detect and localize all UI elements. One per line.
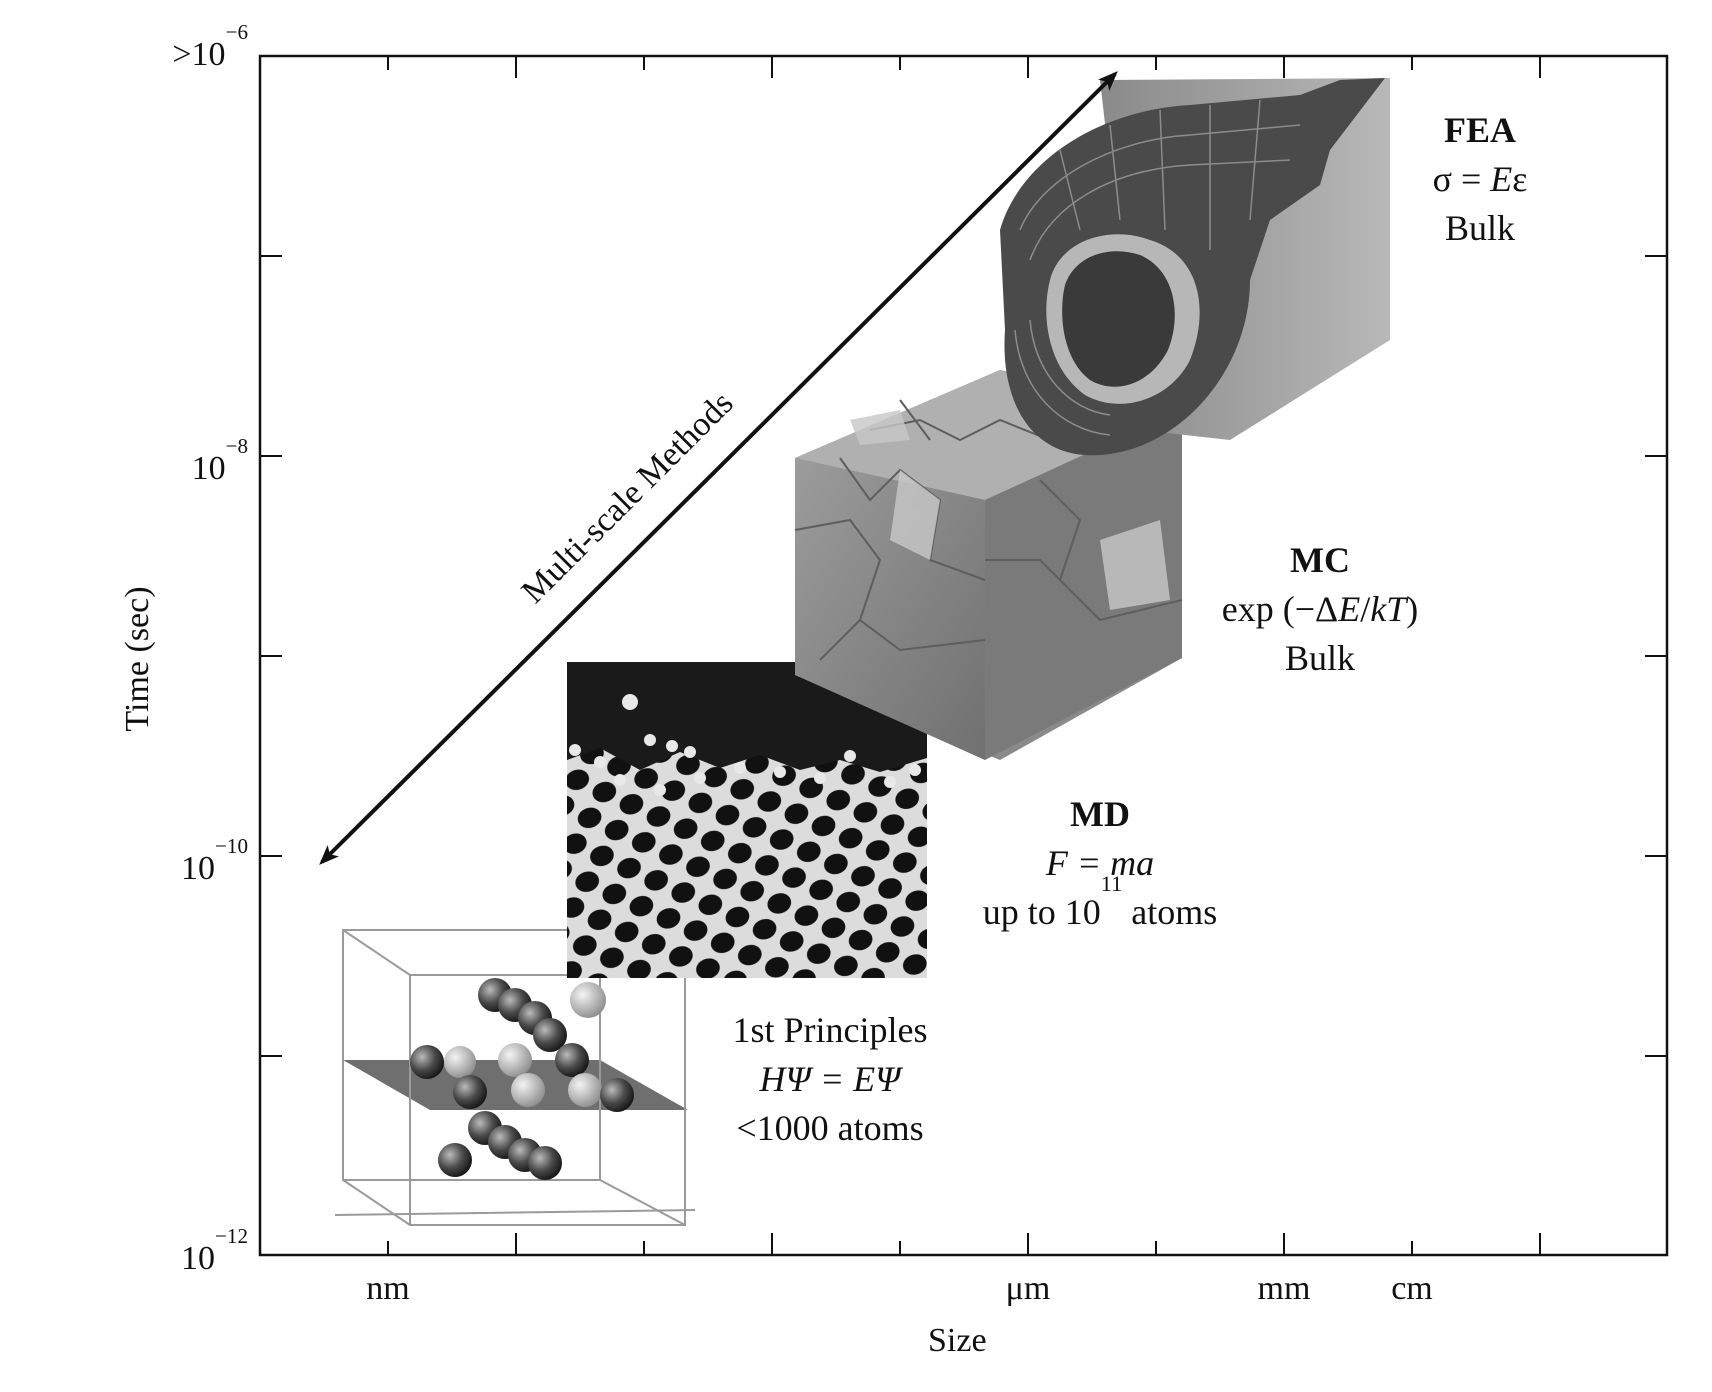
- y-tick-label-1e-8: 10−8: [108, 435, 248, 488]
- mc-scope: Bulk: [1284, 638, 1355, 678]
- mc-equation: exp (−ΔE/kT): [1221, 589, 1419, 629]
- y-tick-marks: [260, 255, 1667, 1057]
- arrow-label: Multi-scale Methods: [515, 385, 741, 611]
- x-tick-label-cm: cm: [1391, 1270, 1433, 1307]
- y-tick-base: >10: [172, 36, 226, 73]
- y-tick-exp: −10: [215, 833, 248, 858]
- first-principles-scope: <1000 atoms: [736, 1108, 924, 1148]
- y-tick-base: 10: [181, 850, 216, 887]
- first-principles-name: 1st Principles: [732, 1010, 928, 1050]
- fea-name: FEA: [1444, 110, 1516, 150]
- y-tick-label-1e-10: 10−10: [108, 835, 248, 888]
- mc-label: MC exp (−ΔE/kT) Bulk: [1140, 536, 1500, 683]
- x-tick-label-mm: mm: [1257, 1270, 1311, 1307]
- y-tick-base: 10: [191, 450, 226, 487]
- fea-equation: σ = Eε: [1432, 159, 1528, 199]
- x-tick-label-nm: nm: [366, 1270, 410, 1307]
- y-axis-title: Time (sec): [119, 586, 156, 732]
- md-label: MD F = ma up to 1011 atoms: [920, 790, 1280, 937]
- first-principles-label: 1st Principles HΨ = EΨ <1000 atoms: [650, 1006, 1010, 1153]
- y-tick-exp: −8: [225, 433, 248, 458]
- x-tick-label-um: μm: [1005, 1270, 1051, 1307]
- md-equation: F = ma: [1045, 843, 1155, 883]
- y-tick-exp: −6: [225, 19, 248, 44]
- first-principles-equation: HΨ = EΨ: [759, 1059, 901, 1099]
- y-tick-exp: −12: [215, 1223, 248, 1248]
- y-tick-base: 10: [181, 1240, 216, 1277]
- fea-label: FEA σ = Eε Bulk: [1300, 106, 1660, 253]
- md-name: MD: [1070, 794, 1130, 834]
- y-tick-label-1e-12: 10−12: [108, 1225, 248, 1278]
- y-tick-label-1e-6: >10−6: [108, 21, 248, 74]
- multiscale-arrow: [319, 71, 1118, 865]
- fea-scope: Bulk: [1444, 208, 1515, 248]
- x-tick-marks: [387, 56, 1541, 1255]
- mc-name: MC: [1290, 540, 1350, 580]
- md-scope: up to 1011 atoms: [982, 870, 1218, 932]
- x-axis-title: Size: [928, 1322, 987, 1359]
